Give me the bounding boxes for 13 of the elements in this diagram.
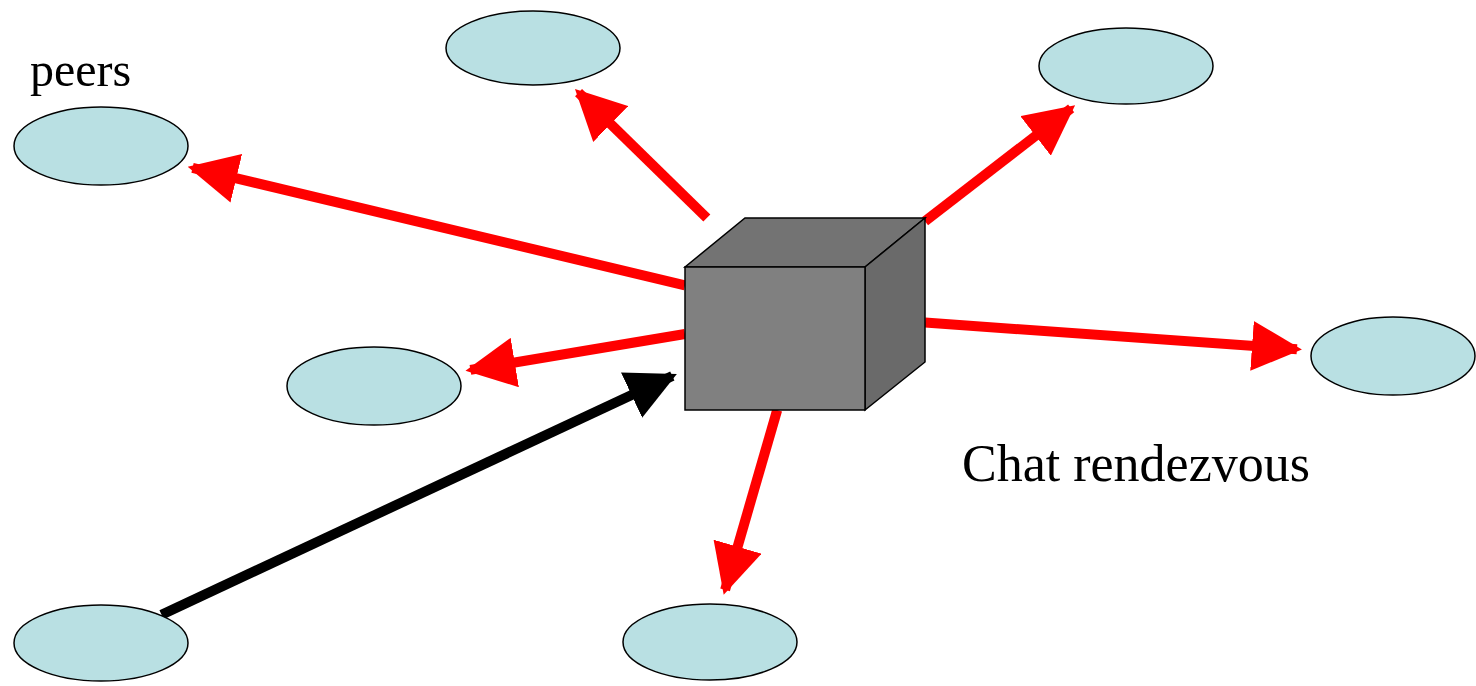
peer-ellipse <box>1038 27 1214 105</box>
node-label: Chat rendezvous <box>962 434 1310 493</box>
peer-ellipse <box>1310 316 1476 396</box>
arrow <box>159 371 677 620</box>
arrow <box>575 89 711 222</box>
arrow <box>465 329 686 388</box>
group-label: peers <box>30 42 132 97</box>
peer-ellipse <box>622 603 798 681</box>
peer-ellipse <box>13 604 189 682</box>
peer-ellipse <box>286 346 462 426</box>
arrow <box>921 104 1076 226</box>
peer-ellipse <box>13 106 189 186</box>
peer-ellipse <box>445 10 621 86</box>
